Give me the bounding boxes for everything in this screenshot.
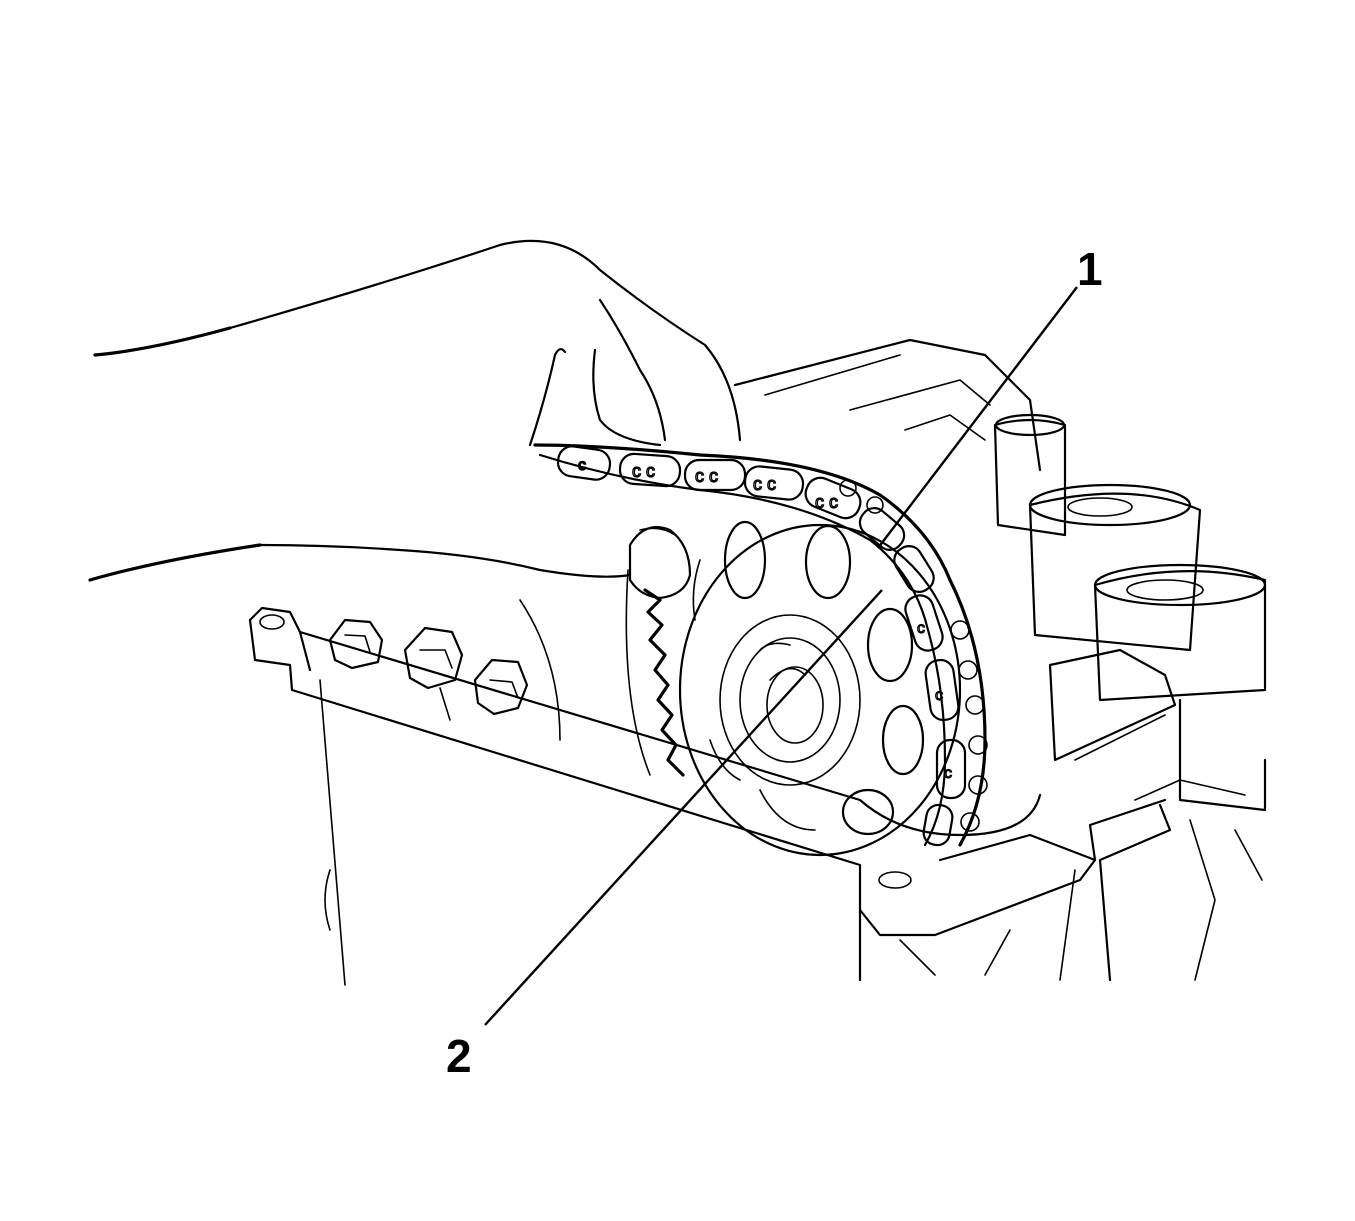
bolt-2 xyxy=(403,626,464,721)
chain-link: c xyxy=(904,594,944,652)
svg-text:c: c xyxy=(935,687,943,704)
chain-link: c c xyxy=(683,458,747,492)
chain-link: c xyxy=(556,445,612,481)
leader-line-2 xyxy=(484,589,883,1026)
chain-link: c c xyxy=(618,452,682,488)
chain-link: c xyxy=(924,658,960,722)
leader-line-1 xyxy=(877,286,1078,549)
chain-link xyxy=(893,545,935,593)
chain-link xyxy=(922,803,954,847)
callout-label-1: 1 xyxy=(1077,243,1103,295)
svg-text:c: c xyxy=(578,457,586,474)
cylinder-head xyxy=(733,338,1267,982)
timing-chain: c c c c c c c c c c c c xyxy=(533,443,988,847)
svg-text:c c: c c xyxy=(632,461,655,481)
camshaft-sprocket xyxy=(678,520,962,857)
bolt-3 xyxy=(473,658,529,716)
bolt-heads xyxy=(328,618,529,721)
chain-link: c c xyxy=(804,476,862,520)
chain-link xyxy=(858,507,906,551)
bolt-1 xyxy=(328,618,384,670)
svg-text:c c: c c xyxy=(753,474,776,494)
svg-text:c: c xyxy=(944,765,952,782)
callout-label-2: 2 xyxy=(446,1030,472,1082)
front-cover-flange xyxy=(248,606,1167,986)
callout-leaders xyxy=(484,286,1078,1026)
hand xyxy=(88,239,742,600)
chain-link: c c xyxy=(743,465,805,501)
lower-guide xyxy=(519,569,685,777)
chain-link: c xyxy=(935,738,967,800)
svg-text:c c: c c xyxy=(815,492,838,512)
svg-text:c c: c c xyxy=(695,466,718,486)
svg-text:c: c xyxy=(917,620,925,637)
